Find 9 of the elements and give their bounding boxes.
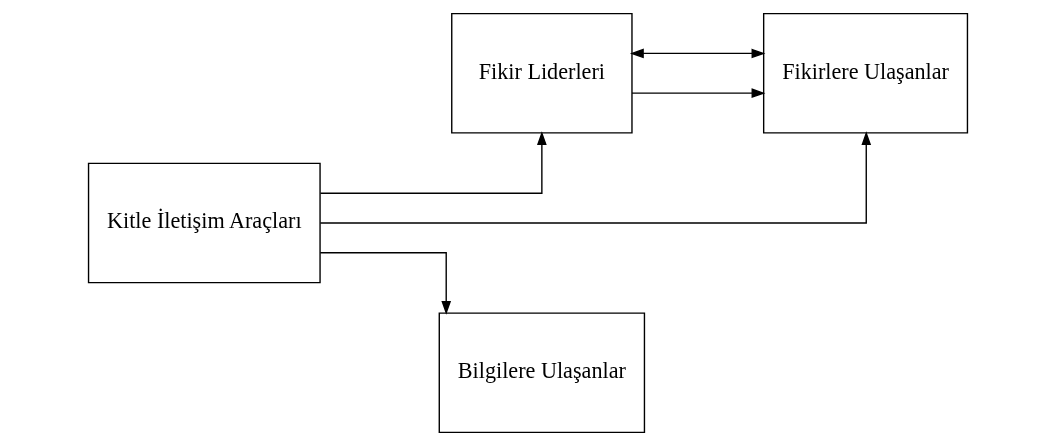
node-box: Fikir Liderleri xyxy=(450,12,633,134)
arrow xyxy=(319,131,871,224)
node-box: Bilgilere Ulaşanlar xyxy=(438,312,645,434)
arrow xyxy=(319,131,547,194)
node-box: Fikirlere Ulaşanlar xyxy=(762,12,968,134)
arrow xyxy=(630,88,765,98)
node-box: Kitle İletişim Araçları xyxy=(87,162,321,284)
arrow xyxy=(319,252,451,315)
arrow xyxy=(629,48,765,59)
